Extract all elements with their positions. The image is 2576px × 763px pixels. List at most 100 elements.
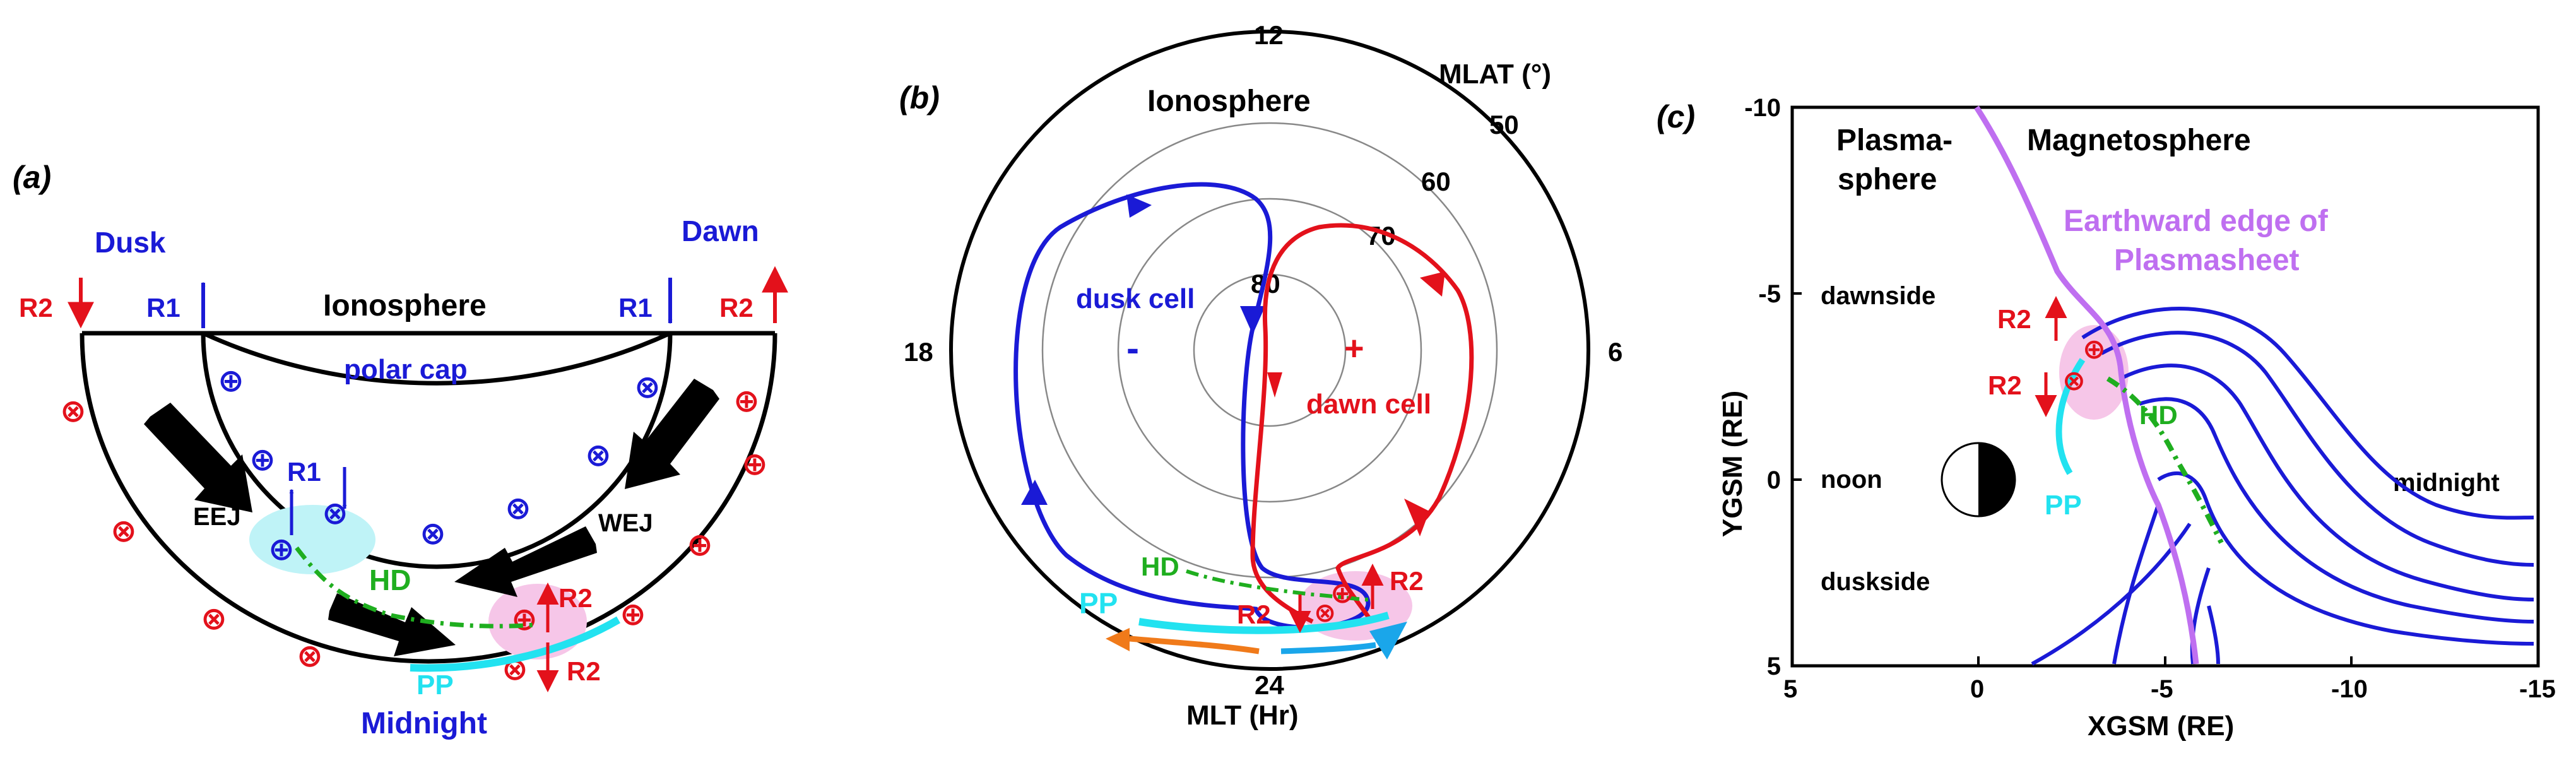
r1-downward-symbol: ⊗ (585, 437, 612, 473)
r1-downward-symbol: ⊗ (505, 490, 531, 526)
mlt-18-label: 18 (904, 337, 933, 367)
dawn-cell-arrowhead (1404, 499, 1429, 536)
pp-boundary-line (1138, 612, 1390, 634)
pp-boundary-line (410, 616, 621, 672)
middle-oval-arc (202, 331, 671, 386)
outer-oval-arc (80, 333, 777, 664)
r1-downward-symbol: ⊗ (420, 516, 446, 551)
y-tick-label: 5 (1767, 653, 1781, 680)
axis-ticks (1792, 292, 2353, 666)
cyan-region (249, 505, 375, 574)
field-lines (2031, 307, 2534, 666)
earth-night-side (1978, 443, 2015, 516)
r2-downward-symbol: ⊗ (2062, 365, 2086, 396)
dusk-cell-arrowhead (1126, 194, 1152, 218)
field-line-3 (2119, 364, 2534, 601)
x-tick-label: -5 (2151, 675, 2173, 703)
x-tick-labels: 5 0 -5 -10 -15 (1783, 675, 2556, 703)
dusk-cell-loop (1013, 182, 1371, 630)
hd-label: HD (1141, 552, 1179, 581)
dawn-electrojet-arrow-2 (454, 526, 597, 597)
dusk-electrojet-arrow-2 (328, 593, 456, 656)
dawn-cell-label: dawn cell (1306, 389, 1431, 420)
r2-right-label: R2 (719, 293, 753, 322)
panel-c: (c) 5 0 -5 -10 -15 -10 -5 0 5 XGSM (RE) … (1657, 94, 2556, 742)
dusk-cell-label: dusk cell (1076, 283, 1195, 314)
r1-current-symbols: ⊕ ⊗ ⊕ ⊗ ⊗ ⊗ ⊗ ⊕ (218, 363, 661, 567)
r2-downward-symbol: ⊗ (297, 638, 323, 673)
y-tick-label: 0 (1767, 466, 1781, 494)
mlat-axis-label: MLAT (°) (1439, 59, 1551, 90)
pp-boundary-line (2055, 358, 2086, 475)
dusk-cell-arrowhead (1021, 480, 1048, 505)
r2-downward-symbol: ⊗ (110, 513, 137, 548)
r2-lower-label: R2 (567, 656, 601, 686)
polar-cap-label: polar cap (344, 354, 468, 385)
ionosphere-label: Ionosphere (323, 289, 487, 322)
r1-upward-symbol: ⊕ (218, 363, 244, 398)
lat-50-circle (949, 30, 1590, 671)
x-tick-label: 0 (1970, 675, 1984, 703)
panel-b-label: (b) (899, 80, 940, 115)
mlt-6-label: 6 (1608, 337, 1622, 367)
wej-label: WEJ (598, 509, 653, 537)
pp-label: PP (417, 670, 454, 701)
plasmasheet-edge-label-line-2: Plasmasheet (2114, 244, 2300, 277)
panel-a-label: (a) (13, 160, 51, 195)
x-tick-label: -10 (2331, 675, 2368, 703)
r2-upper-label: R2 (558, 583, 593, 613)
r2-upward-symbol: ⊕ (620, 596, 646, 632)
lat-60-circle (1041, 122, 1498, 579)
pink-region (488, 584, 587, 659)
r2-downward-symbol: ⊗ (60, 393, 86, 429)
lat-70-circle (1117, 198, 1422, 503)
r1-downward-symbol: ⊗ (634, 369, 661, 405)
r2-right-label: R2 (1390, 566, 1424, 596)
dusk-electrojet-arrow-1 (144, 403, 252, 512)
lat-50-label: 50 (1489, 110, 1519, 139)
eej-label: EEJ (193, 503, 241, 531)
dawn-cell-loop (1250, 223, 1474, 624)
panel-c-label: (c) (1657, 99, 1695, 134)
electrojet-arrows (144, 379, 719, 656)
field-line-6 (2112, 504, 2160, 665)
pp-label: PP (1079, 587, 1118, 620)
r2-downward-symbol: ⊗ (1314, 598, 1336, 627)
noon-label: noon (1821, 466, 1882, 494)
dusk-cell-arrowhead (1240, 306, 1265, 334)
hd-boundary-line (2106, 376, 2224, 544)
sky-flow-arrowhead (1369, 622, 1407, 659)
panel-a: (a) Dusk Dawn Ionosphere polar cap R1 R1… (13, 160, 788, 740)
dusk-cell-sign: - (1126, 327, 1139, 369)
r2-downward-symbol: ⊗ (201, 601, 227, 636)
dawn-cell-arrowhead (1267, 372, 1282, 398)
sky-flow-line (1280, 642, 1376, 654)
r2-upward-symbol: ⊕ (741, 446, 768, 482)
r2-left-label: R2 (19, 293, 53, 322)
x-tick-label: -15 (2519, 675, 2556, 703)
mlt-12-label: 12 (1254, 20, 1284, 50)
plasmasphere-label-line-2: sphere (1838, 163, 1937, 196)
ionosphere-label: Ionosphere (1147, 85, 1311, 118)
dawn-electrojet-arrow-1 (625, 379, 719, 489)
magnetosphere-label: Magnetosphere (2027, 124, 2251, 157)
dawn-cell-arrowhead (1420, 271, 1445, 297)
r2-upward-symbol: ⊕ (1330, 576, 1355, 609)
plasmasphere-label-line-1: Plasma- (1836, 124, 1953, 157)
dusk-label: Dusk (95, 226, 166, 259)
hd-label: HD (2139, 400, 2178, 430)
r2-upward-symbol: ⊕ (511, 601, 538, 637)
field-line-7 (2031, 523, 2192, 666)
r2-upward-symbol: ⊕ (2083, 334, 2106, 365)
r2-upward-symbol: ⊕ (733, 383, 760, 418)
r1-upward-symbol: ⊕ (249, 442, 276, 477)
y-tick-label: -10 (1744, 94, 1781, 122)
x-tick-label: 5 (1783, 675, 1797, 703)
r2-upward-symbol: ⊕ (687, 527, 713, 562)
hd-boundary-line (1186, 569, 1370, 601)
field-line-1 (2081, 307, 2534, 520)
field-line-9 (2207, 605, 2220, 665)
r2-current-symbols: ⊗ ⊕ ⊗ ⊕ ⊗ ⊕ ⊗ ⊕ ⊕ ⊗ (60, 383, 768, 687)
y-tick-label: -5 (1758, 280, 1781, 308)
